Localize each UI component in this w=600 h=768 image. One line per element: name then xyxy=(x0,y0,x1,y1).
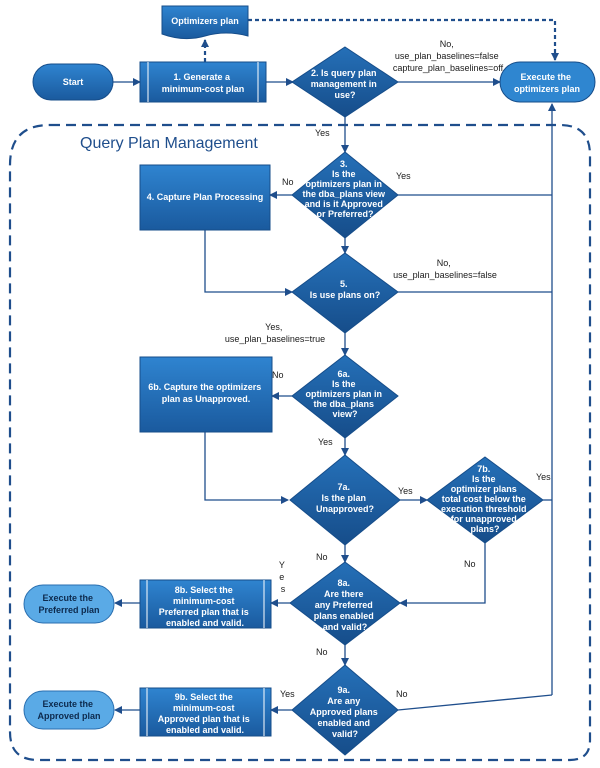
step7a-label: 7a. Is the plan Unapproved? xyxy=(316,482,374,514)
step6a-yes-label: Yes xyxy=(318,437,333,447)
execute-approved-label: Execute the Approved plan xyxy=(37,699,100,721)
execute-preferred-label: Execute the Preferred plan xyxy=(38,593,99,615)
execute-optimizer-label: Execute the optimizers plan xyxy=(514,72,580,94)
step8a-yes-label: Y e s xyxy=(279,560,287,594)
step2-no-label: No, use_plan_baselines=false capture_pla… xyxy=(393,39,504,73)
step5-no-label: No, use_plan_baselines=false xyxy=(393,258,497,280)
start-label: Start xyxy=(63,77,84,87)
start-terminal xyxy=(32,63,114,101)
step4-process xyxy=(139,164,271,231)
execute-optimizer-terminal xyxy=(499,61,596,103)
step7b-label: 7b. Is the optimizer plans total cost be… xyxy=(441,464,529,534)
step7a-decision xyxy=(289,454,401,546)
step2-decision xyxy=(291,46,399,118)
step3-label: 3. Is the optimizers plan in the dba_pla… xyxy=(302,159,387,219)
step8b-label: 8b. Select the minimum-cost Preferred pl… xyxy=(159,585,252,628)
step4-label: 4. Capture Plan Processing xyxy=(147,192,264,202)
step7b-decision xyxy=(426,456,544,544)
step6a-decision xyxy=(291,354,399,439)
step7b-no-label: No xyxy=(464,559,476,569)
step1-process xyxy=(139,61,267,103)
step3-yes-label: Yes xyxy=(396,171,411,181)
step9b-label: 9b. Select the minimum-cost Approved pla… xyxy=(158,692,253,735)
step9b-process xyxy=(139,687,272,737)
optimizer-plan-doc-label: Optimizers plan xyxy=(171,16,239,26)
execute-preferred-terminal xyxy=(23,584,115,624)
step8a-label: 8a. Are there any Preferred plans enable… xyxy=(314,578,377,632)
edge-step9a-no xyxy=(397,694,553,711)
step6b-label: 6b. Capture the optimizers plan as Unapp… xyxy=(148,382,264,404)
step9a-yes-label: Yes xyxy=(280,689,295,699)
edge-step7b-step8a xyxy=(399,543,486,607)
edge-step6b-step7a xyxy=(204,432,289,504)
step8a-no-label: No xyxy=(316,647,328,657)
qpm-title: Query Plan Management xyxy=(80,135,258,152)
step7a-yes-label: Yes xyxy=(398,486,413,496)
step6a-label: 6a. Is the optimizers plan in the dba_pl… xyxy=(305,369,384,419)
step2-label: 2. Is query plan management in use? xyxy=(311,68,380,100)
edge-step4-step5 xyxy=(204,230,293,296)
optimizer-plan-document xyxy=(161,5,249,40)
step9a-decision xyxy=(291,664,399,756)
step6a-no-label: No xyxy=(272,370,284,380)
step6b-process xyxy=(139,356,273,433)
step7a-no-label: No xyxy=(316,552,328,562)
execute-approved-terminal xyxy=(23,690,115,730)
qpm-boundary xyxy=(8,123,592,762)
step8b-process xyxy=(139,579,272,629)
step5-label: 5. Is use plans on? xyxy=(310,279,381,300)
step3-decision xyxy=(291,151,399,239)
step1-label: 1. Generate a minimum-cost plan xyxy=(162,72,245,94)
step8a-decision xyxy=(289,561,401,646)
step2-yes-label: Yes xyxy=(315,128,330,138)
step9a-no-label: No xyxy=(396,689,408,699)
step7b-yes-label: Yes xyxy=(536,472,551,482)
step3-no-label: No xyxy=(282,177,294,187)
step5-decision xyxy=(291,252,399,334)
step9a-label: 9a. Are any Approved plans enabled and v… xyxy=(310,685,381,739)
step5-yes-label: Yes, use_plan_baselines=true xyxy=(225,322,325,344)
